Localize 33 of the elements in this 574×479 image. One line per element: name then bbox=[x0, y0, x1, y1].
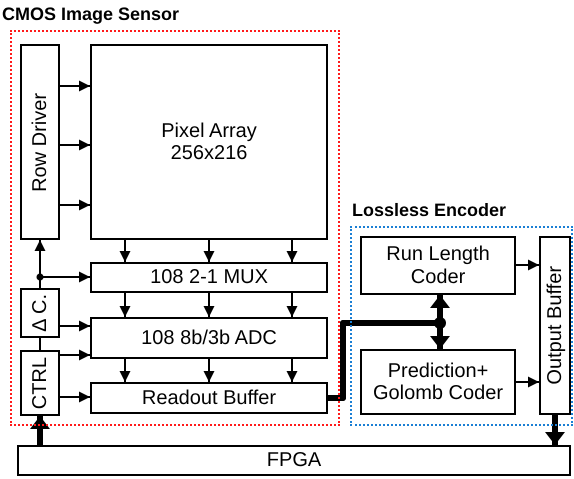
block: FPGA bbox=[17, 445, 571, 476]
arrow bbox=[516, 260, 539, 270]
arrow bbox=[60, 392, 90, 402]
arrow bbox=[60, 320, 90, 332]
arrow bbox=[60, 350, 90, 360]
block: Run Length Coder bbox=[360, 236, 516, 295]
arrow bbox=[120, 359, 130, 382]
arrow bbox=[545, 415, 565, 445]
arrow bbox=[60, 200, 90, 210]
block: Prediction+ Golomb Coder bbox=[360, 349, 516, 415]
block: Row Driver bbox=[20, 44, 60, 240]
arrow bbox=[286, 359, 298, 382]
arrow bbox=[286, 293, 298, 317]
block: Δ C. bbox=[20, 288, 60, 338]
block: CTRL bbox=[20, 350, 60, 416]
block: Pixel Array 256x216 bbox=[90, 44, 328, 240]
arrow bbox=[516, 376, 539, 388]
arrow bbox=[204, 240, 214, 262]
arrow bbox=[204, 359, 214, 382]
arrow bbox=[204, 293, 214, 317]
arrow bbox=[60, 80, 90, 92]
block: Output Buffer bbox=[539, 236, 571, 415]
block: 108 8b/3b ADC bbox=[90, 317, 328, 359]
connector-line bbox=[39, 338, 41, 350]
arrow bbox=[60, 140, 90, 150]
group-title: CMOS Image Sensor bbox=[2, 4, 180, 25]
arrow bbox=[286, 240, 298, 262]
arrow bbox=[30, 416, 50, 445]
arrow bbox=[120, 293, 130, 317]
block: Readout Buffer bbox=[90, 382, 328, 414]
group-title: Lossless Encoder bbox=[352, 200, 506, 221]
block: 108 2-1 MUX bbox=[90, 262, 328, 293]
arrow bbox=[120, 240, 130, 262]
